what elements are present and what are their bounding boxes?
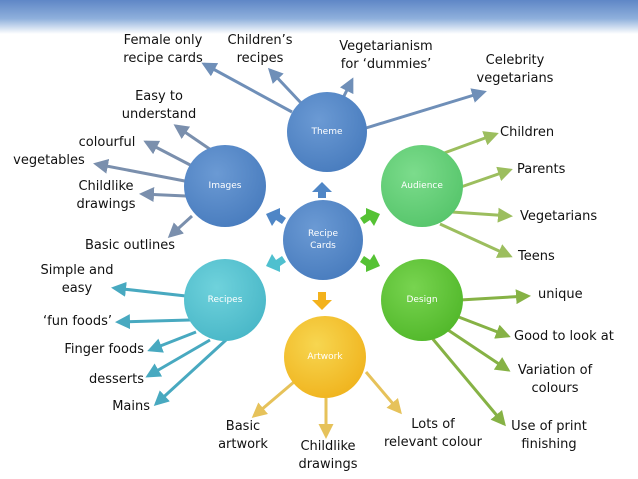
hub-audience: Audience <box>381 145 463 227</box>
link-images-childlike <box>139 187 187 203</box>
images-connectors <box>93 124 215 239</box>
label-vegetarianism: Vegetarianism for ‘dummies’ <box>339 39 433 72</box>
label-simple-and-easy: Simple and easy <box>40 263 114 296</box>
hub-center-label: Recipe Cards <box>307 229 339 251</box>
label-teens: Teens <box>518 249 555 264</box>
label-parents: Parents <box>517 162 566 177</box>
link-design-unique <box>459 289 531 305</box>
label-female-only: Female only recipe cards <box>123 33 203 66</box>
label-basic-artwork: Basic artwork <box>218 419 268 452</box>
link-artwork-basic <box>251 380 295 418</box>
link-audience-vegetarians <box>451 207 513 223</box>
label-childrens-recipes: Children’s recipes <box>227 33 293 66</box>
recipes-connectors <box>111 281 228 407</box>
label-variation-of-colours: Variation of colours <box>517 363 593 396</box>
arrow-center-to-design <box>360 254 380 272</box>
label-desserts: desserts <box>88 372 144 387</box>
link-recipes-simple <box>111 281 187 298</box>
design-connectors <box>430 289 531 427</box>
label-childlike-drawings-images: Childlike drawings <box>76 179 136 212</box>
hub-design: Design <box>381 259 463 341</box>
hub-theme-label: Theme <box>311 127 343 137</box>
label-lots-of-relevant-colour: Lots of relevant colour <box>383 417 483 450</box>
link-recipes-fun-foods <box>115 314 191 330</box>
label-use-of-print-finishing: Use of print finishing <box>511 419 587 452</box>
link-theme-celebrity <box>365 88 487 130</box>
label-vegetables: vegetables <box>13 153 85 168</box>
link-design-variation <box>447 328 511 372</box>
label-mains: Mains <box>112 399 150 414</box>
link-images-basic-outlines <box>167 214 194 239</box>
link-images-colourful <box>143 140 197 170</box>
hub-artwork-label: Artwork <box>307 352 343 362</box>
top-decorative-band <box>0 0 638 34</box>
link-recipes-mains <box>153 338 228 407</box>
label-fun-foods: ‘fun foods’ <box>43 314 112 329</box>
label-finger-foods: Finger foods <box>64 342 144 357</box>
link-design-print-finishing <box>430 337 506 427</box>
hub-design-label: Design <box>406 295 438 305</box>
arrow-center-to-theme <box>312 182 332 198</box>
artwork-connectors <box>251 371 402 439</box>
arrow-center-to-recipes <box>266 254 286 272</box>
label-celebrity-vegetarians: Celebrity vegetarians <box>476 53 554 86</box>
arrow-center-to-audience <box>360 208 380 226</box>
label-colourful: colourful <box>78 135 136 150</box>
hub-audience-label: Audience <box>401 181 443 191</box>
arrow-center-to-images <box>266 208 286 226</box>
label-vegetarians: Vegetarians <box>520 209 598 224</box>
hub-artwork: Artwork <box>284 316 366 398</box>
arrow-center-to-artwork <box>312 292 332 310</box>
link-audience-teens <box>439 222 513 258</box>
link-theme-childrens-recipes <box>267 67 304 106</box>
link-artwork-colour <box>364 371 402 415</box>
link-audience-parents <box>457 166 513 190</box>
hub-images-label: Images <box>208 181 242 191</box>
label-childlike-drawings-artwork: Childlike drawings <box>298 439 358 472</box>
label-easy-to-understand: Easy to understand <box>121 89 197 122</box>
label-basic-outlines: Basic outlines <box>84 238 176 253</box>
label-unique: unique <box>538 287 583 302</box>
hub-recipes-label: Recipes <box>207 295 243 305</box>
link-images-vegetables <box>93 158 191 184</box>
link-design-good-to-look <box>455 314 511 339</box>
link-recipes-finger-foods <box>147 330 197 353</box>
link-recipes-desserts <box>145 338 211 378</box>
hub-theme: Theme <box>287 92 367 172</box>
label-children: Children <box>500 125 555 140</box>
label-good-to-look-at: Good to look at <box>514 329 614 344</box>
hub-center: Recipe Cards <box>283 200 363 280</box>
hub-recipes: Recipes <box>184 259 266 341</box>
hub-images: Images <box>184 145 266 227</box>
link-theme-female-only <box>201 62 293 114</box>
